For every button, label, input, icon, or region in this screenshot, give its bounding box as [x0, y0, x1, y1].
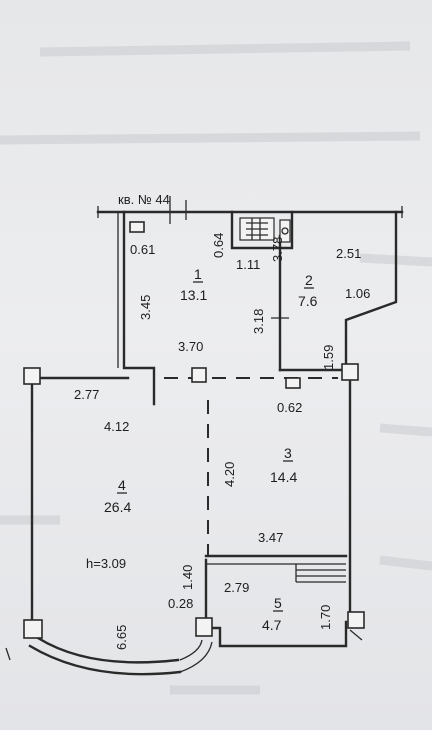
column-topleft [129, 221, 145, 233]
dim-6-65: 6.65 [114, 625, 129, 650]
dim-1-70: 1.70 [318, 605, 333, 630]
column-bottomleft [23, 619, 43, 639]
dim-1-06: 1.06 [345, 286, 370, 301]
dim-3-70: 3.70 [178, 339, 203, 354]
room-4-number: 4 [118, 477, 126, 493]
room-1-area: 13.1 [180, 287, 207, 303]
dim-3-78: 3.78 [270, 237, 285, 262]
ceiling-height-label: h=3.09 [86, 556, 126, 571]
background-print-marks [0, 41, 432, 695]
columns [23, 221, 365, 639]
dim-1-40: 1.40 [180, 565, 195, 590]
column-right [341, 363, 359, 381]
openings [164, 377, 338, 556]
dim-2-79: 2.79 [224, 580, 249, 595]
dim-4-20: 4.20 [222, 462, 237, 487]
dim-2-77: 2.77 [74, 387, 99, 402]
dim-0-62: 0.62 [277, 400, 302, 415]
room-3-area: 14.4 [270, 469, 297, 485]
dim-1-59: 1.59 [321, 345, 336, 370]
dimension-ticks [271, 310, 289, 326]
room-4-area: 26.4 [104, 499, 131, 515]
column-bottom-middle [195, 617, 213, 637]
room-1-number: 1 [194, 266, 202, 282]
bathroom-fixtures [239, 217, 291, 243]
dimension-labels: 0.61 2.51 1.11 1.06 3.70 2.77 0.62 4.12 … [74, 233, 370, 650]
dim-2-51: 2.51 [336, 246, 361, 261]
room-labels: 1 13.1 2 7.6 3 14.4 4 26.4 5 4.7 [104, 266, 318, 633]
dim-1-11: 1.11 [236, 257, 260, 272]
apartment-label: кв. № 44 [118, 192, 170, 207]
dim-0-28: 0.28 [168, 596, 193, 611]
sink-icon [279, 219, 291, 243]
room-5-number: 5 [274, 595, 282, 611]
walls [5, 206, 404, 676]
dim-0-61: 0.61 [130, 242, 155, 257]
dim-0-64: 0.64 [211, 233, 226, 258]
column-left [23, 367, 41, 385]
dim-3-47: 3.47 [258, 530, 283, 545]
room-2-area: 7.6 [298, 293, 318, 309]
dim-4-12: 4.12 [104, 419, 129, 434]
column-bottomright [347, 611, 365, 629]
column-small [285, 377, 301, 389]
room-5-area: 4.7 [262, 617, 282, 633]
column-middle [191, 367, 207, 383]
room-2-number: 2 [305, 272, 313, 288]
dim-3-45: 3.45 [138, 295, 153, 320]
room-3-number: 3 [284, 445, 292, 461]
dim-3-18: 3.18 [251, 309, 266, 334]
